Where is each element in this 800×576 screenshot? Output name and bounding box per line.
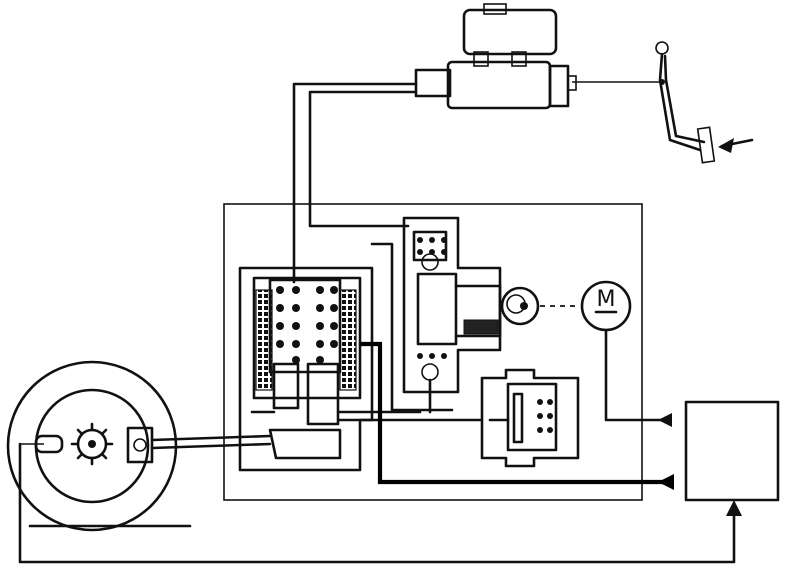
tone-wheel [70,422,114,466]
solenoid-valve [238,266,374,472]
brake-line-master-inner [308,90,418,228]
sensor-signal-line [18,442,736,564]
motor-signal-arrow [658,413,672,427]
solenoid-control-line [360,341,664,485]
motor-label: M [597,287,616,312]
master-cylinder [414,3,577,110]
motor-signal-line [604,328,666,422]
control-unit [684,400,780,502]
pump-eccentric [500,286,540,326]
brake-pedal [655,41,716,164]
brake-line-master [292,82,418,284]
force-arrow [718,138,754,153]
sensor-signal-arrow [726,500,742,516]
pressure-valve [480,368,580,468]
return-pump [402,216,502,414]
wheel-speed-sensor [20,434,64,454]
internal-line-1 [370,242,454,412]
solenoid-control-arrow [658,474,674,490]
brake-line-wheel [150,434,272,442]
brake-line-wheel-2 [150,442,272,450]
modulator-housing [223,203,643,501]
pump-motor: M [580,280,632,332]
brake-caliper [126,426,154,464]
